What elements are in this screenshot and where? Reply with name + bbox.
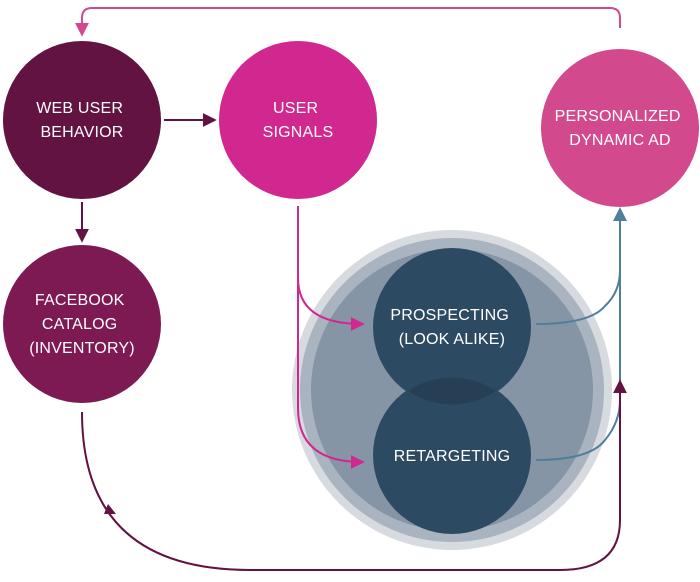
facebook-catalog-line-3: (INVENTORY) xyxy=(29,340,135,357)
facebook-catalog-line-1: FACEBOOK xyxy=(35,292,125,309)
catalog-arrow-midpoint xyxy=(104,504,116,514)
retargeting-circle[interactable] xyxy=(373,376,531,534)
user-signals-label: USER SIGNALS xyxy=(263,100,334,141)
user-signals-line-1: USER xyxy=(273,100,318,117)
overlap-region xyxy=(408,377,496,405)
retargeting-label: RETARGETING xyxy=(394,448,511,465)
feedback-loop-arrow xyxy=(75,7,621,37)
user-signals-line-2: SIGNALS xyxy=(263,124,334,141)
personalized-ad-line-1: PERSONALIZED xyxy=(555,108,681,125)
web-user-behavior-line-2: BEHAVIOR xyxy=(40,124,123,141)
personalized-ad-line-2: DYNAMIC AD xyxy=(569,132,671,149)
retargeting-line-1: RETARGETING xyxy=(394,448,511,465)
signals-to-retargeting-arrow xyxy=(297,206,365,469)
prospecting-label: PROSPECTING (LOOK ALIKE) xyxy=(390,307,513,348)
personalized-dynamic-ad-label: PERSONALIZED DYNAMIC AD xyxy=(555,108,686,149)
web-user-behavior-label: WEB USER BEHAVIOR xyxy=(36,100,128,141)
personalized-dynamic-ad-circle[interactable] xyxy=(541,49,699,207)
prospecting-line-1: PROSPECTING xyxy=(390,307,509,324)
facebook-catalog-label: FACEBOOK CATALOG (INVENTORY) xyxy=(29,292,135,357)
facebook-catalog-line-2: CATALOG xyxy=(42,316,118,333)
facebook-catalog-circle[interactable] xyxy=(3,245,161,403)
prospecting-circle[interactable] xyxy=(373,248,531,406)
catalog-to-ad-arrow xyxy=(81,379,627,571)
prospecting-line-2: (LOOK ALIKE) xyxy=(399,331,505,348)
web-user-behavior-circle[interactable] xyxy=(3,41,161,199)
web-user-behavior-line-1: WEB USER xyxy=(36,100,123,117)
user-signals-circle[interactable] xyxy=(219,41,377,199)
